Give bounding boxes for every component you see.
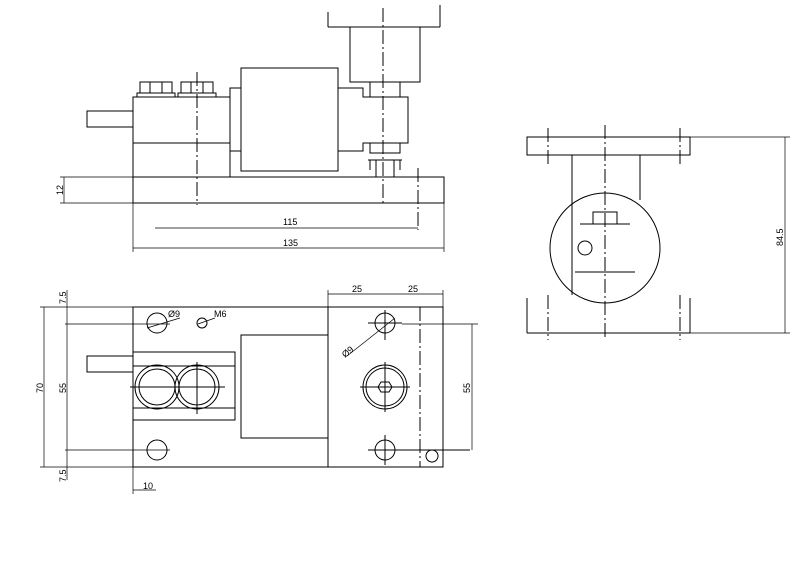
dim-25-a: 25 bbox=[352, 284, 362, 294]
right-hole-label: Ø9 bbox=[340, 344, 356, 359]
dim-12: 12 bbox=[55, 185, 65, 195]
hole-label: Ø9 bbox=[168, 309, 180, 319]
dim-7-5-bottom: 7.5 bbox=[58, 469, 68, 482]
shaft bbox=[86, 110, 134, 128]
dim-55-right: 55 bbox=[462, 383, 472, 393]
end-view: 84.5 bbox=[526, 125, 790, 340]
dim-135: 135 bbox=[283, 238, 298, 248]
thread-label: M6 bbox=[214, 309, 227, 319]
dim-25-b: 25 bbox=[408, 284, 418, 294]
load-cell-body bbox=[240, 67, 339, 172]
side-view: 12 115 135 bbox=[55, 5, 445, 252]
dim-84-5: 84.5 bbox=[775, 228, 785, 246]
dim-10: 10 bbox=[143, 481, 153, 491]
dim-115: 115 bbox=[283, 217, 297, 227]
plan-view: 7.5 55 70 7.5 Ø9 M6 Ø9 25 25 bbox=[35, 284, 478, 494]
dim-7-5-top: 7.5 bbox=[58, 291, 68, 304]
base-plate bbox=[132, 176, 445, 204]
dim-55-left: 55 bbox=[58, 383, 68, 393]
dim-70: 70 bbox=[35, 383, 45, 393]
